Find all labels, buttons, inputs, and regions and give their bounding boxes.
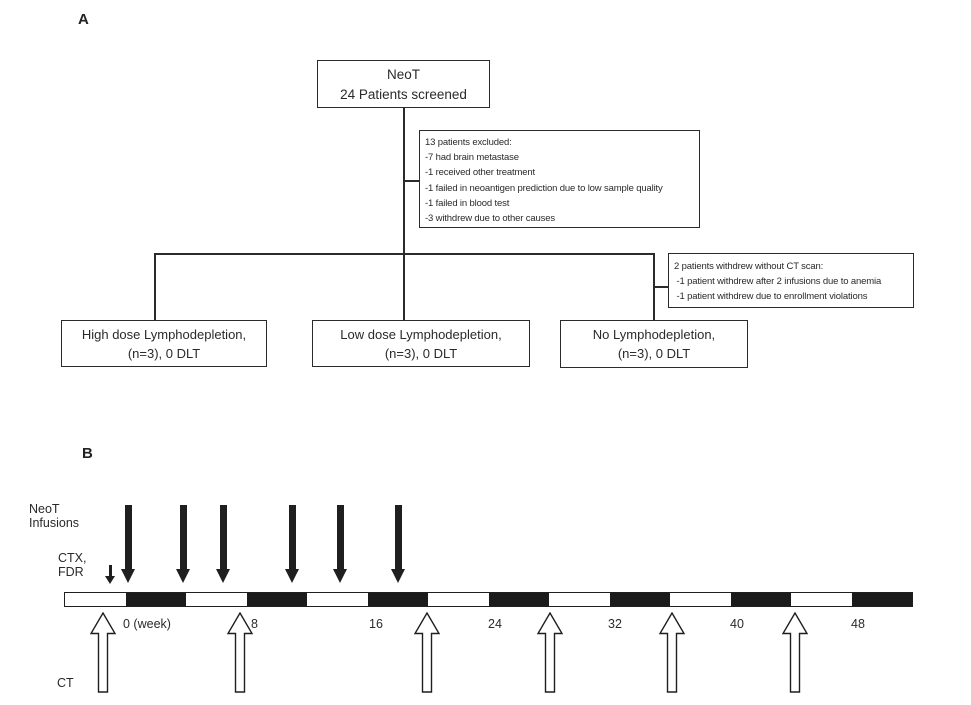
- timeline-segment-black: [367, 593, 428, 606]
- arm-box-line: High dose Lymphodepletion,: [81, 327, 247, 342]
- week-axis-label: 32: [608, 617, 622, 631]
- infusion-arrow-icon: [284, 505, 300, 583]
- excluded-line: -1 failed in neoantigen prediction due t…: [425, 182, 663, 194]
- ct-arrow-icon: [226, 611, 254, 693]
- screening-box-title: NeoT: [386, 67, 420, 82]
- arm-box-high-dose: High dose Lymphodepletion, (n=3), 0 DLT: [61, 320, 267, 367]
- withdrew-line: -1 patient withdrew after 2 infusions du…: [674, 276, 882, 288]
- week-axis-label: 24: [488, 617, 502, 631]
- timeline-segment-black: [609, 593, 670, 606]
- week-axis-label: 8: [251, 617, 258, 631]
- timeline-segment-white: [670, 593, 731, 606]
- excluded-patients-box: 13 patients excluded: -7 had brain metas…: [419, 130, 700, 228]
- ct-arrow-icon: [413, 611, 441, 693]
- timeline-segment-white: [549, 593, 610, 606]
- timeline-segment-white: [791, 593, 852, 606]
- ct-arrow-icon: [658, 611, 686, 693]
- ct-arrow-icon: [536, 611, 564, 693]
- arm-box-line: (n=3), 0 DLT: [127, 346, 201, 361]
- infusion-arrow-icon: [175, 505, 191, 583]
- arm-box-line: (n=3), 0 DLT: [617, 346, 691, 361]
- connector-line: [653, 286, 669, 288]
- arm-box-line: Low dose Lymphodepletion,: [340, 327, 502, 342]
- excluded-line: -1 received other treatment: [425, 167, 536, 179]
- week-axis-label: 40: [730, 617, 744, 631]
- arm-box-no-lymphodepletion: No Lymphodepletion, (n=3), 0 DLT: [560, 320, 748, 368]
- excluded-line: -1 failed in blood test: [425, 197, 510, 209]
- infusion-arrow-icon: [120, 505, 136, 583]
- ctx-fdr-label: CTX, FDR: [58, 551, 87, 579]
- panel-b-label: B: [82, 445, 93, 462]
- timeline-segment-white: [307, 593, 368, 606]
- connector-line: [403, 180, 420, 182]
- withdrew-line: 2 patients withdrew without CT scan:: [674, 261, 824, 272]
- withdrew-patients-box: 2 patients withdrew without CT scan: -1 …: [668, 253, 914, 308]
- week-axis-label: 0 (week): [123, 617, 171, 631]
- arm-box-low-dose: Low dose Lymphodepletion, (n=3), 0 DLT: [312, 320, 530, 367]
- week-axis-label: 16: [369, 617, 383, 631]
- timeline-segment-black: [488, 593, 549, 606]
- timeline-segment-white: [65, 593, 126, 606]
- infusion-arrow-icon: [390, 505, 406, 583]
- arm-box-line: (n=3), 0 DLT: [384, 346, 458, 361]
- timeline-segment-white: [186, 593, 247, 606]
- timeline-segment-black: [851, 593, 912, 606]
- ct-arrow-icon: [89, 611, 117, 693]
- screening-box-subtitle: 24 Patients screened: [340, 86, 467, 102]
- neot-infusions-label: NeoT Infusions: [29, 502, 80, 530]
- connector-line: [154, 253, 654, 255]
- connector-line: [403, 108, 405, 320]
- infusion-arrow-icon: [332, 505, 348, 583]
- arm-box-line: No Lymphodepletion,: [592, 327, 716, 342]
- connector-line: [154, 253, 156, 320]
- excluded-line: -3 withdrew due to other causes: [425, 213, 556, 225]
- ctx-arrow-icon: [104, 565, 116, 584]
- panel-a-label: A: [78, 11, 89, 28]
- excluded-line: 13 patients excluded:: [425, 137, 512, 148]
- screening-box: NeoT 24 Patients screened: [317, 60, 490, 108]
- withdrew-line: -1 patient withdrew due to enrollment vi…: [674, 291, 868, 303]
- ct-arrow-icon: [781, 611, 809, 693]
- timeline-segment-black: [125, 593, 186, 606]
- timeline-segment-black: [730, 593, 791, 606]
- timeline-segment-white: [428, 593, 489, 606]
- excluded-line: -7 had brain metastase: [425, 152, 519, 164]
- infusion-arrow-icon: [215, 505, 231, 583]
- timeline-segment-black: [246, 593, 307, 606]
- timeline-bar: [64, 592, 913, 607]
- ct-label: CT: [57, 676, 74, 690]
- week-axis-label: 48: [851, 617, 865, 631]
